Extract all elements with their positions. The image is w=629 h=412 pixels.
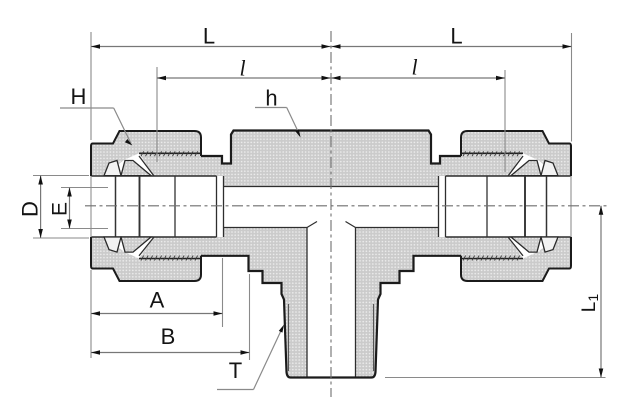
svg-text:L1: L1 (579, 294, 601, 313)
svg-text:L: L (203, 24, 215, 49)
svg-text:B: B (161, 324, 176, 349)
svg-text:D: D (18, 201, 43, 217)
svg-text:l: l (239, 56, 245, 81)
svg-text:T: T (229, 358, 242, 383)
svg-text:h: h (265, 86, 277, 111)
svg-text:l: l (411, 55, 417, 80)
svg-text:E: E (49, 202, 72, 216)
svg-text:A: A (150, 288, 165, 313)
svg-text:L: L (450, 24, 462, 49)
svg-text:H: H (71, 84, 87, 109)
